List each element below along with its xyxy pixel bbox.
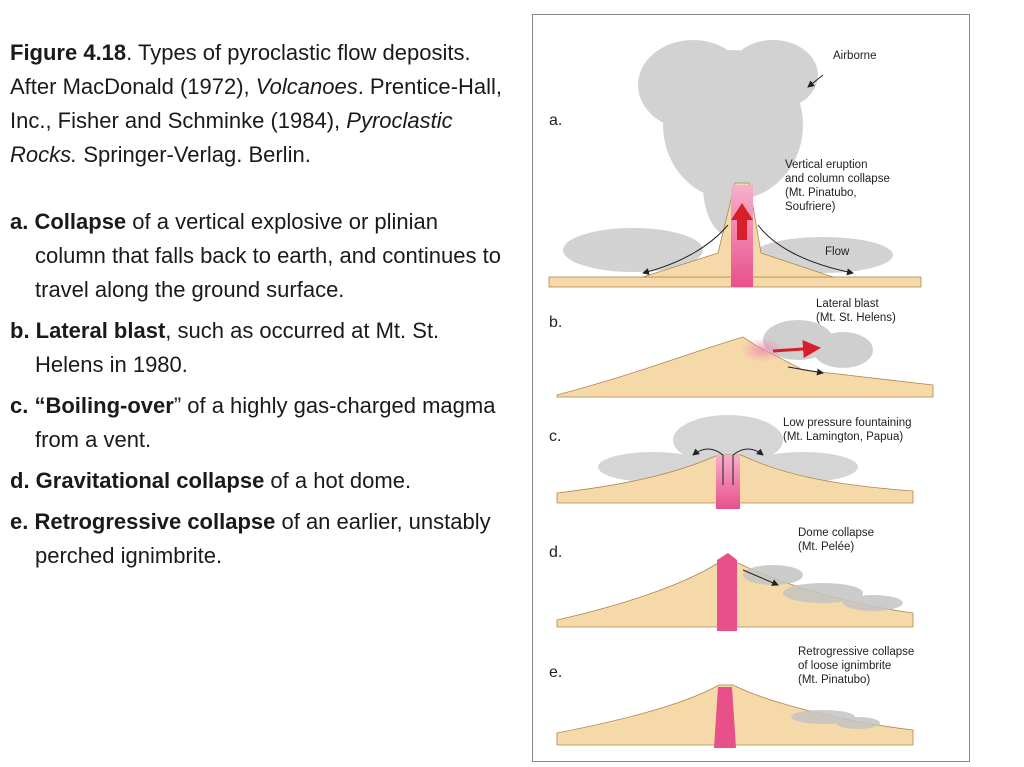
panel-letter: c.	[549, 428, 561, 445]
label: (Mt. Pinatubo,	[785, 187, 857, 199]
dome-conduit	[717, 553, 737, 631]
flow-arrow	[787, 366, 824, 376]
figure-caption: Figure 4.18. Types of pyroclastic flow d…	[10, 36, 510, 172]
label: Dome collapse	[798, 527, 874, 539]
ash-cloud	[563, 40, 893, 273]
item-description: of a hot dome.	[264, 468, 412, 493]
label: (Mt. St. Helens)	[816, 312, 896, 324]
label-airborne: Airborne	[833, 50, 876, 62]
panel-b: b. Lateral blast (Mt. St. Helens)	[549, 298, 934, 398]
panel-e: e. Retrogressive collapse of loose ignim…	[549, 646, 914, 748]
flow-arrow	[742, 569, 779, 586]
item-term: Gravitational collapse	[35, 468, 265, 493]
list-item: c. “Boiling-over” of a highly gas-charge…	[10, 389, 510, 457]
panel-d: d. Dome collapse (Mt. Pelée)	[549, 527, 914, 631]
item-letter: c. “	[10, 393, 46, 418]
ignimbrite-debris	[791, 710, 880, 729]
figure-number: Figure 4.18	[10, 40, 127, 65]
conduit	[716, 455, 740, 509]
label: and column collapse	[785, 173, 890, 185]
caption-text: Springer-Verlag. Berlin.	[77, 142, 311, 167]
item-description: of an earlier, unstably perched ignimbri…	[35, 509, 491, 568]
flow-arrow	[757, 224, 854, 276]
eruption-arrow	[731, 203, 753, 240]
panel-letter: e.	[549, 664, 562, 681]
item-description: of a vertical explosive or plinian colum…	[35, 209, 501, 302]
label: of loose ignimbrite	[798, 660, 891, 672]
volcano-e	[556, 684, 914, 746]
label-flow: Flow	[825, 246, 850, 258]
label: (Mt. Pinatubo)	[798, 674, 870, 686]
item-term: Boiling-over	[45, 393, 174, 418]
item-letter: b.	[10, 318, 36, 343]
caption-text: . Types of pyroclastic flow deposits. Af…	[10, 40, 471, 99]
figure-svg: a. Airborne Vertical eruption and column…	[548, 40, 934, 748]
panel-c: c. Low pressure fountaining (Mt. Lamingt…	[549, 415, 914, 509]
flow-type-list: a. Collapse of a vertical explosive or p…	[10, 205, 510, 573]
label: Retrogressive collapse	[798, 646, 914, 658]
fountain-arrow	[692, 448, 724, 485]
list-item: a. Collapse of a vertical explosive or p…	[10, 205, 510, 307]
panel-letter: a.	[549, 112, 562, 129]
volcano-figure: a. Airborne Vertical eruption and column…	[532, 14, 970, 762]
item-term: Lateral blast	[35, 318, 166, 343]
list-item: b. Lateral blast, such as occurred at Mt…	[10, 314, 510, 382]
label: (Mt. Lamington, Papua)	[783, 431, 903, 443]
label: (Mt. Pelée)	[798, 541, 854, 553]
list-item: e. Retrogressive collapse of an earlier,…	[10, 505, 510, 573]
caption-book-title: Volcanoes	[255, 74, 358, 99]
label: Vertical eruption	[785, 159, 867, 171]
text-column: Figure 4.18. Types of pyroclastic flow d…	[10, 36, 510, 580]
blast-arrow	[772, 340, 821, 358]
collapse-debris	[743, 565, 903, 611]
item-letter: d.	[10, 468, 36, 493]
label: Soufriere)	[785, 201, 836, 213]
item-letter: e.	[10, 509, 35, 534]
blast-glow	[741, 338, 785, 362]
caption-book-title: Pyroclastic Rocks.	[10, 108, 453, 167]
item-description: , such as occurred at Mt. St. Helens in …	[35, 318, 440, 377]
item-description: ” of a highly gas-charged magma from a v…	[35, 393, 496, 452]
fountain-arrow	[732, 448, 764, 485]
label-pointer	[807, 74, 824, 88]
label: Low pressure fountaining	[783, 417, 912, 429]
caption-text: . Prentice-Hall, Inc., Fisher and Schmin…	[10, 74, 502, 133]
list-item: d. Gravitational collapse of a hot dome.	[10, 464, 510, 498]
panel-letter: b.	[549, 314, 562, 331]
item-term: Collapse	[34, 209, 127, 234]
item-term: Retrogressive collapse	[34, 509, 276, 534]
flow-arrow	[642, 224, 729, 275]
conduit	[714, 687, 736, 748]
item-letter: a.	[10, 209, 35, 234]
label: Lateral blast	[816, 298, 879, 310]
panel-letter: d.	[549, 544, 562, 561]
volcano-b	[556, 336, 934, 398]
panel-a: a. Airborne Vertical eruption and column…	[548, 40, 922, 288]
